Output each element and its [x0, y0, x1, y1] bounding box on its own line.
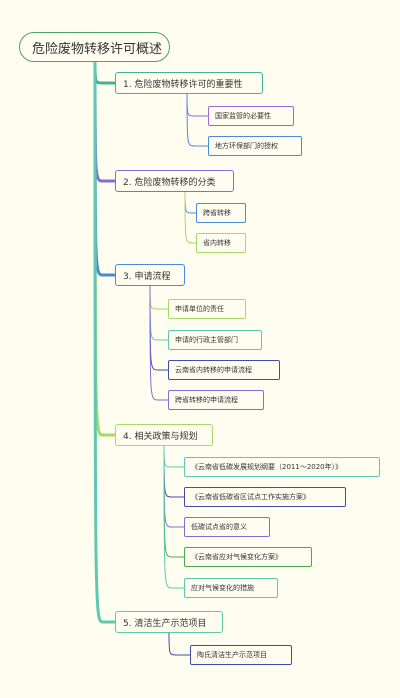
topic-pilot-significance[interactable]: 低碳试点省的意义	[184, 517, 270, 537]
topic-label: 陶氏清洁生产示范项目	[197, 651, 267, 659]
topic-connector	[184, 191, 197, 244]
topic-label: 跨省转移的申请流程	[175, 396, 238, 404]
topic-climate-plan[interactable]: 《云南省应对气候变化方案》	[184, 547, 312, 567]
topic-dow-project[interactable]: 陶氏清洁生产示范项目	[190, 645, 292, 665]
topic-connector	[168, 632, 191, 656]
root-topic-label: 危险废物转移许可概述	[32, 41, 163, 57]
section-label: 2. 危险废物转移的分类	[123, 177, 216, 188]
topic-label: 省内转移	[203, 239, 231, 247]
section-label: 3. 申请流程	[123, 271, 171, 282]
topic-yunnan-process[interactable]: 云南省内转移的申请流程	[168, 360, 280, 380]
topic-label: 低碳试点省的意义	[191, 523, 247, 531]
section-label: 5. 清洁生产示范项目	[123, 618, 207, 629]
topic-connector	[163, 445, 185, 589]
section-application-process[interactable]: 3. 申请流程	[115, 264, 185, 286]
topic-connector	[186, 93, 209, 147]
topic-label: 申请单位的责任	[175, 305, 224, 313]
topic-label: 《云南省低碳发展规划纲要（2011～2020年）》	[191, 463, 343, 471]
topic-national-supervision[interactable]: 国家监管的必要性	[208, 106, 294, 126]
section-label: 4. 相关政策与规划	[123, 431, 198, 442]
topic-cross-province[interactable]: 跨省转移	[196, 203, 246, 223]
section-label: 1. 危险废物转移许可的重要性	[123, 79, 243, 90]
topic-label: 地方环保部门的授权	[215, 142, 278, 150]
topic-applicant-responsibility[interactable]: 申请单位的责任	[168, 299, 246, 319]
topic-label: 云南省内转移的申请流程	[175, 366, 252, 374]
topic-cross-province-process[interactable]: 跨省转移的申请流程	[168, 390, 264, 410]
topic-label: 申请的行政主管部门	[175, 336, 238, 344]
section-connector	[93, 60, 117, 624]
root-topic[interactable]: 危险废物转移许可概述	[19, 32, 170, 62]
topic-connector	[149, 285, 169, 401]
topic-pilot-scheme[interactable]: 《云南省低碳省区试点工作实施方案》	[184, 487, 346, 507]
topic-label: 《云南省低碳省区试点工作实施方案》	[191, 493, 310, 501]
topic-within-province[interactable]: 省内转移	[196, 233, 246, 253]
topic-label: 国家监管的必要性	[215, 112, 271, 120]
topic-local-authorization[interactable]: 地方环保部门的授权	[208, 136, 302, 156]
topic-climate-measures[interactable]: 应对气候变化的措施	[184, 578, 278, 598]
section-cleaner-production[interactable]: 5. 清洁生产示范项目	[115, 611, 223, 633]
section-classification[interactable]: 2. 危险废物转移的分类	[115, 170, 234, 192]
section-importance[interactable]: 1. 危险废物转移许可的重要性	[115, 72, 263, 94]
section-policies[interactable]: 4. 相关政策与规划	[115, 424, 213, 446]
topic-label: 应对气候变化的措施	[191, 584, 254, 592]
topic-low-carbon-plan[interactable]: 《云南省低碳发展规划纲要（2011～2020年）》	[184, 457, 380, 477]
topic-competent-authority[interactable]: 申请的行政主管部门	[168, 330, 262, 350]
topic-label: 跨省转移	[203, 209, 231, 217]
topic-label: 《云南省应对气候变化方案》	[191, 553, 282, 561]
